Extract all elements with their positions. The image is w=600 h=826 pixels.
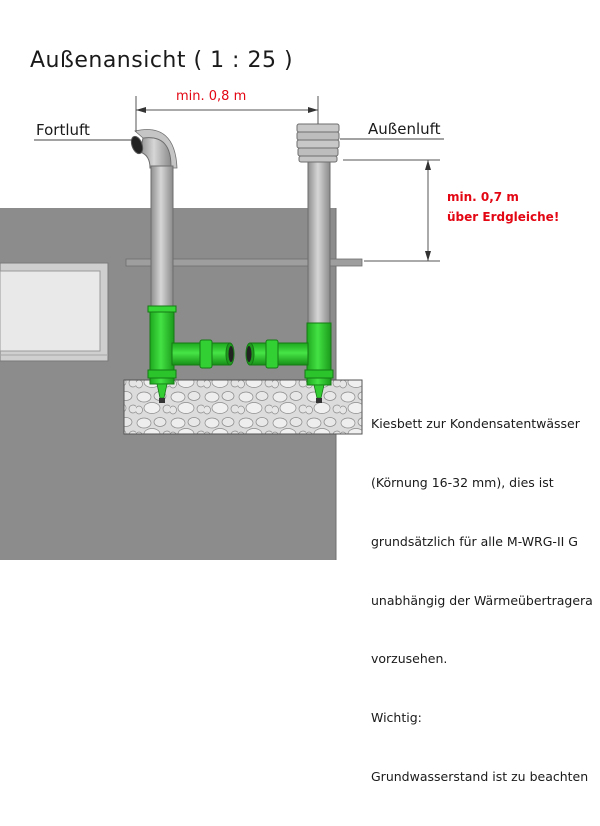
description-line: vorzusehen.: [371, 651, 448, 667]
vertical-dimension-label: min. 0,7 m: [447, 190, 519, 204]
description-line: Kiesbett zur Kondensatentwässer: [371, 416, 580, 432]
description-line: grundsätzlich für alle M-WRG-II G: [371, 533, 578, 549]
horizontal-dimension: [135, 96, 319, 132]
window: [0, 262, 109, 362]
description-line: unabhängig der Wärmeübertragera: [371, 592, 593, 608]
vertical-dimension: [343, 159, 440, 262]
fortluft-outlet: [130, 135, 144, 155]
air-intake-hood: [296, 123, 340, 163]
diagram-canvas: Außenansicht ( 1 : 25 ) Fortluft Außenlu…: [0, 48, 593, 784]
horizontal-dimension-label: min. 0,8 m: [176, 89, 247, 104]
aussenluft-pipe: [245, 123, 340, 403]
vertical-dimension-note: min. 0,7 m über Erdgleiche!: [447, 187, 559, 227]
aussenluft-label: Außenluft: [368, 120, 441, 138]
diagram-title: Außenansicht ( 1 : 25 ): [30, 48, 294, 73]
facade-drawing: [0, 96, 444, 560]
gravel-bed-description: Kiesbett zur Kondensatentwässer (Körnung…: [371, 375, 593, 826]
fortluft-pipe: [130, 129, 235, 403]
ground-level-warning: über Erdgleiche!: [447, 210, 560, 224]
fortluft-label: Fortluft: [36, 121, 90, 139]
description-line: Grundwasserstand ist zu beachten: [371, 768, 589, 784]
description-line: Wichtig:: [371, 710, 422, 726]
description-line: (Körnung 16-32 mm), dies ist: [371, 474, 554, 490]
ground-level-line: [125, 258, 363, 267]
